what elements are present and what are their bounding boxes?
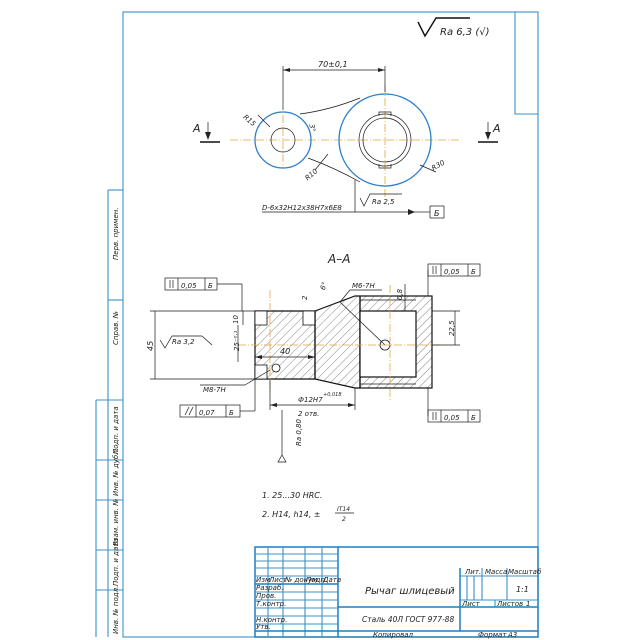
svg-text:Б: Б bbox=[471, 414, 476, 422]
row-prov: Пров. bbox=[256, 592, 276, 600]
thread-bottom: M8-7H bbox=[203, 386, 226, 394]
hdr-list: Лист bbox=[268, 576, 288, 584]
hdr-sign: Подп. bbox=[306, 576, 327, 584]
spline-designation: D-6x32H12x38H7x6E8 bbox=[262, 204, 342, 212]
note-2-denominator: 2 bbox=[342, 516, 346, 523]
general-roughness-text: Ra 6,3 (√) bbox=[440, 27, 490, 38]
radius-fillet-dim: R10 bbox=[304, 167, 320, 182]
row-nkontr: Н.контр. bbox=[256, 616, 287, 624]
radius-small-dim: R15 bbox=[241, 113, 257, 128]
datum-b-label: Б bbox=[434, 209, 440, 218]
dim-10: 10 bbox=[232, 315, 240, 324]
row-razrab: Разраб. bbox=[256, 584, 284, 592]
note-2-numerator: IT14 bbox=[337, 506, 350, 513]
section-view: A–A 45 10 bbox=[146, 252, 481, 463]
svg-text:0,05: 0,05 bbox=[181, 282, 197, 290]
dim-225: 22,5 bbox=[448, 320, 456, 336]
svg-text:Б: Б bbox=[229, 409, 234, 417]
thread-top: M6-7H bbox=[352, 282, 375, 290]
inv-dubl-label: Инв. № дубл. bbox=[112, 448, 120, 496]
col-scale: Масштаб bbox=[508, 568, 542, 576]
vzam-inv-label: Взам. инв. № bbox=[112, 498, 120, 546]
hdr-izm: Изм bbox=[256, 576, 271, 584]
format-label: Формат bbox=[478, 631, 507, 639]
row-utv: Утв. bbox=[256, 623, 271, 631]
col-mass: Масса bbox=[485, 568, 507, 576]
col-lit: Лит. bbox=[464, 568, 481, 576]
plan-view: 70±0,1 R15 3° R10 R30 D-6x32H12x38H7x6E8… bbox=[192, 60, 501, 219]
section-left-roughness: Ra 3,2 bbox=[172, 338, 195, 346]
material: Сталь 40Л ГОСТ 977-88 bbox=[362, 615, 454, 624]
side-strip-labels: Перв. примен. Справ. № Подп. и дата Инв.… bbox=[112, 207, 120, 634]
section-mark-right: A bbox=[492, 122, 501, 135]
bore-roughness: Ra 2,5 bbox=[372, 198, 395, 206]
general-roughness-symbol: Ra 6,3 (√) bbox=[417, 17, 490, 38]
dim-25: 25⁻⁰·¹ bbox=[233, 330, 241, 351]
title-block: Изм Лист № докум. Подп. Дата Разраб. Про… bbox=[254, 546, 542, 639]
svg-text:Б: Б bbox=[471, 268, 476, 276]
sheets-label: Листов bbox=[496, 600, 523, 608]
radius-large-dim: R30 bbox=[430, 158, 446, 172]
copied-label: Копировал bbox=[373, 631, 414, 639]
svg-text:0,05: 0,05 bbox=[444, 268, 460, 276]
svg-text:Б: Б bbox=[208, 282, 213, 290]
scale-value: 1:1 bbox=[516, 585, 529, 594]
svg-text:0,05: 0,05 bbox=[444, 414, 460, 422]
sprav-label: Справ. № bbox=[112, 311, 120, 345]
section-mark-left: A bbox=[192, 122, 201, 135]
podp-data-label-1: Подп. и дата bbox=[112, 406, 120, 454]
dim-08: 0,8 bbox=[396, 288, 404, 300]
hole-fit: Ф12H7 bbox=[298, 396, 323, 404]
inv-podl-label: Инв. № подл. bbox=[112, 586, 120, 634]
svg-text:0,07: 0,07 bbox=[199, 409, 215, 417]
note-1: 1. 25...30 HRC. bbox=[262, 491, 322, 500]
bottom-roughness: Ra 0,80 bbox=[295, 418, 303, 446]
format-value: A3 bbox=[507, 631, 517, 639]
angle-dim: 3° bbox=[307, 123, 316, 132]
sheet-label: Лист bbox=[461, 600, 481, 608]
row-tkontr: Т.контр. bbox=[256, 600, 286, 608]
dim-40: 40 bbox=[280, 347, 290, 356]
section-title: A–A bbox=[327, 252, 350, 266]
tol-frame-right-bottom: 0,05 Б bbox=[427, 388, 481, 423]
hdr-doc: № докум. bbox=[284, 576, 320, 584]
sheets-value: 1 bbox=[526, 600, 530, 608]
dim-angle: 6° bbox=[319, 281, 329, 291]
perv-primen-label: Перв. примен. bbox=[112, 207, 120, 260]
hdr-date: Дата bbox=[322, 576, 341, 584]
center-distance-dim: 70±0,1 bbox=[318, 60, 348, 69]
hole-count: 2 отв. bbox=[298, 410, 319, 418]
note-2: 2. H14, h14, ± bbox=[262, 510, 321, 519]
tol-frame-right-top: 0,05 Б bbox=[427, 263, 481, 296]
dim-45: 45 bbox=[146, 341, 155, 351]
dim-chamfer: 2 bbox=[301, 295, 309, 300]
tol-frame-parallel: 0,07 Б bbox=[179, 379, 256, 418]
podp-data-label-2: Подп. и дата bbox=[112, 538, 120, 586]
part-name: Рычаг шлицевый bbox=[365, 586, 455, 597]
tol-frame-left: 0,05 Б bbox=[164, 277, 243, 311]
technical-notes: 1. 25...30 HRC. 2. H14, h14, ± IT14 2 bbox=[262, 491, 354, 523]
hole-fit-tol: +0,018 bbox=[323, 392, 342, 398]
